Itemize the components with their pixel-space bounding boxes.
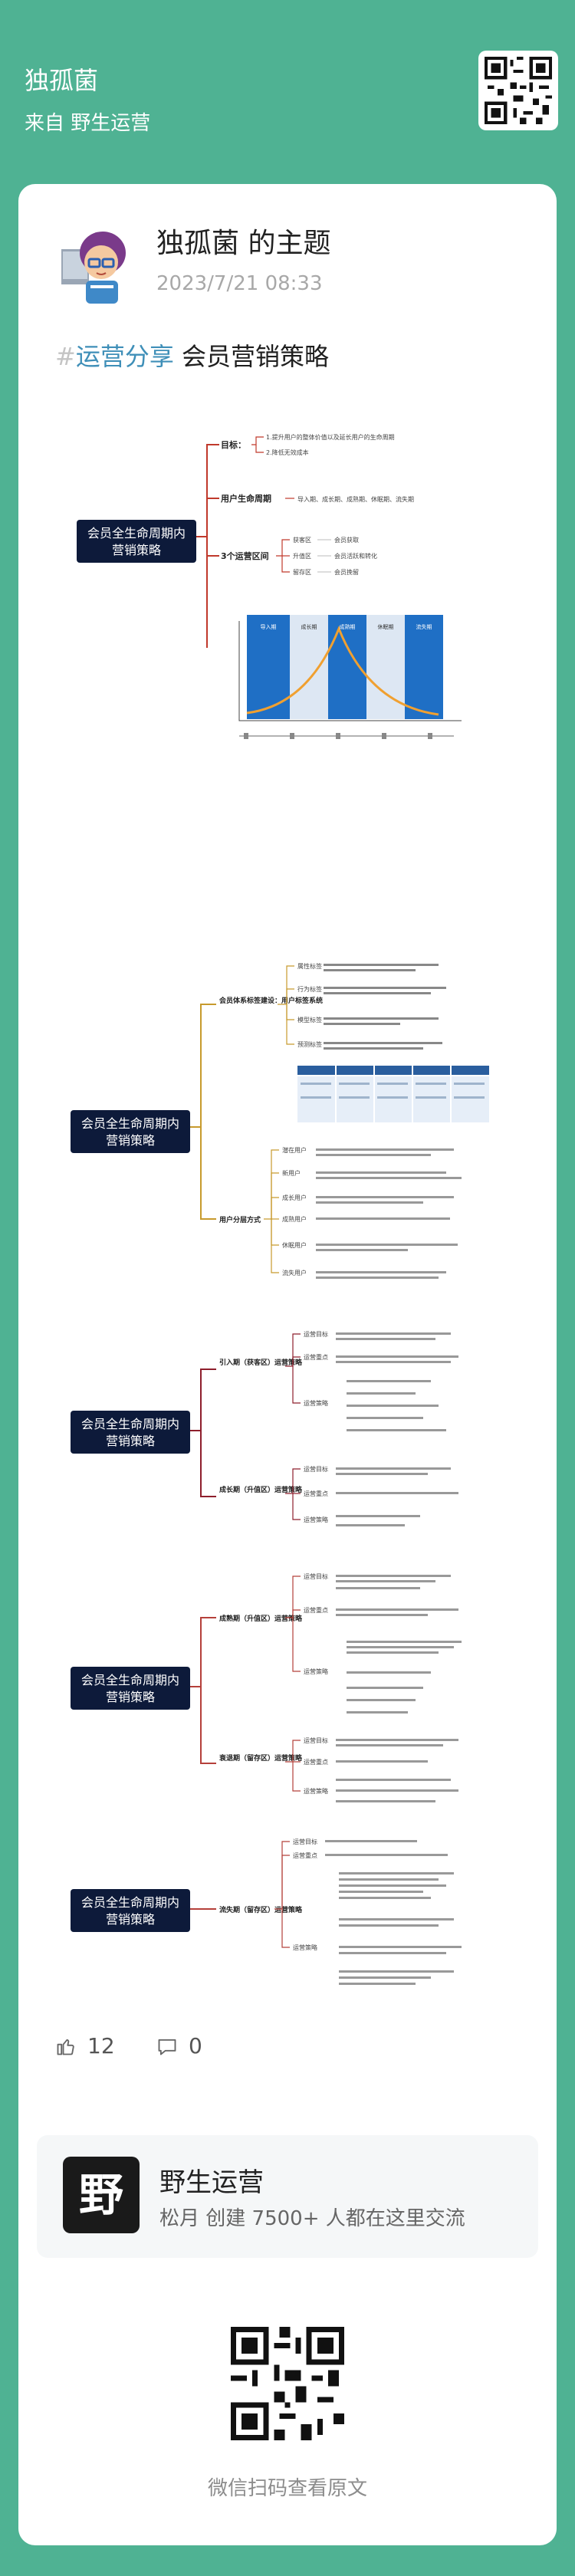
mindmap-5-branch-churn: 流失期（留存区）运营策略 bbox=[219, 1905, 303, 1914]
mindmap-1-zone-note-1: 会员获取 bbox=[334, 536, 359, 544]
mindmap-5-churn-2: 运营重点 bbox=[293, 1852, 317, 1859]
mindmap-3-branch-intro: 引入期（获客区）运营策略 bbox=[219, 1358, 303, 1367]
mindmap-4-decline-2: 运营重点 bbox=[304, 1758, 328, 1766]
mindmap-1-branch-zones: 3个运营区间 bbox=[221, 550, 269, 561]
svg-text:会员全生命周期内: 会员全生命周期内 bbox=[81, 1418, 179, 1431]
svg-text:会员全生命周期内: 会员全生命周期内 bbox=[81, 1896, 179, 1910]
mindmap-2-tag-table bbox=[297, 1066, 489, 1122]
like-count: 12 bbox=[87, 2033, 115, 2058]
mindmap-3-intro-3: 运营策略 bbox=[304, 1399, 328, 1407]
mindmap-1-zone-3: 留存区 bbox=[293, 568, 311, 576]
mindmap-image-3[interactable]: 会员全生命周期内 营销策略 引入期（获客区）运营策略 运营目标 运营重点 运营策… bbox=[55, 1319, 523, 1549]
author-name[interactable]: 独孤菌 的主题 bbox=[156, 221, 330, 261]
mindmap-image-5[interactable]: 会员全生命周期内 营销策略 流失期（留存区）运营策略 运营目标 运营重点 运营策… bbox=[55, 1832, 523, 2009]
mindmap-2-tag-2: 行为标签 bbox=[297, 985, 322, 993]
comment-icon bbox=[156, 2036, 178, 2057]
header-source[interactable]: 来自 野生运营 bbox=[25, 107, 150, 136]
mindmap-2-layer-4: 成熟用户 bbox=[282, 1215, 307, 1223]
mindmap-1-zone-1: 获客区 bbox=[293, 536, 311, 544]
scan-hint: 微信扫码查看原文 bbox=[18, 2472, 557, 2501]
post-card: 独孤菌 的主题 2023/7/21 08:33 #运营分享 会员营销策略 会员全… bbox=[18, 184, 557, 2545]
comment-count: 0 bbox=[189, 2033, 202, 2058]
post-topic: #运营分享 会员营销策略 bbox=[55, 337, 329, 373]
mindmap-1-lifecycle-chart: 导入期 成长期 成熟期 休眠期 流失期 bbox=[239, 615, 462, 739]
mindmap-2-layer-1: 潜在用户 bbox=[282, 1146, 307, 1154]
mindmap-2-layer-2: 新用户 bbox=[282, 1169, 301, 1177]
mindmap-2-tag-4: 预测标签 bbox=[297, 1040, 322, 1048]
mindmap-5-churn-3: 运营策略 bbox=[293, 1944, 317, 1951]
mindmap-4-mature-1: 运营目标 bbox=[304, 1572, 328, 1580]
group-name: 野生运营 bbox=[159, 2161, 264, 2199]
header-title: 独孤菌 bbox=[25, 61, 98, 97]
thumbs-up-icon bbox=[55, 2036, 77, 2057]
mindmap-1-stage-2: 成长期 bbox=[301, 623, 317, 630]
mindmap-image-2[interactable]: 会员全生命周期内 营销策略 会员体系标签建设：用户标签系统 属性标签 行为标签 … bbox=[55, 951, 523, 1311]
mindmap-2-branch-tags: 会员体系标签建设：用户标签系统 bbox=[219, 996, 323, 1005]
mindmap-1-zone-2: 升值区 bbox=[293, 552, 311, 560]
group-meta: 松月 创建 7500+ 人都在这里交流 bbox=[159, 2203, 465, 2231]
svg-text:会员全生命周期内: 会员全生命周期内 bbox=[81, 1117, 179, 1131]
comment-button[interactable]: 0 bbox=[156, 2033, 202, 2058]
mindmap-1-branch-lifecycle: 用户生命周期 bbox=[221, 493, 271, 504]
mindmap-3-branch-growth: 成长期（升值区）运营策略 bbox=[219, 1485, 303, 1494]
mindmap-4-branch-mature: 成熟期（升值区）运营策略 bbox=[219, 1614, 303, 1623]
mindmap-1-stage-1: 导入期 bbox=[261, 624, 277, 630]
mindmap-5-churn-1: 运营目标 bbox=[293, 1838, 317, 1845]
mindmap-2-tag-3: 模型标签 bbox=[297, 1016, 322, 1024]
topic-tag[interactable]: 运营分享 bbox=[76, 342, 174, 371]
mindmap-4-mature-2: 运营重点 bbox=[304, 1606, 328, 1614]
mindmap-1-stage-5: 流失期 bbox=[416, 623, 432, 630]
mindmap-1-lifecycle-items: 导入期、成长期、成熟期、休眠期、流失期 bbox=[297, 495, 414, 503]
mindmap-3-growth-2: 运营重点 bbox=[304, 1490, 328, 1497]
mindmap-3-intro-1: 运营目标 bbox=[304, 1330, 328, 1338]
mindmap-1-goal-2: 2.降低无效成本 bbox=[266, 449, 309, 456]
group-logo: 野 bbox=[63, 2157, 140, 2233]
svg-text:营销策略: 营销策略 bbox=[106, 1434, 155, 1448]
mindmap-3-growth-1: 运营目标 bbox=[304, 1465, 328, 1473]
mindmap-image-1[interactable]: 会员全生命周期内 营销策略 目标： 1.提升用户的整体价值以及延长用户的生命周期… bbox=[55, 414, 523, 951]
mindmap-1-zone-note-2: 会员活跃和转化 bbox=[334, 552, 377, 560]
mindmap-4-mature-3: 运营策略 bbox=[304, 1668, 328, 1675]
like-button[interactable]: 12 bbox=[55, 2033, 115, 2058]
author-avatar[interactable] bbox=[55, 222, 140, 307]
mindmap-1-stage-3: 成熟期 bbox=[340, 623, 356, 630]
mindmap-2-branch-layers: 用户分层方式 bbox=[219, 1215, 261, 1224]
svg-text:会员全生命周期内: 会员全生命周期内 bbox=[81, 1674, 179, 1687]
svg-text:营销策略: 营销策略 bbox=[112, 544, 161, 557]
mindmap-3-growth-3: 运营策略 bbox=[304, 1516, 328, 1523]
footer-qr-code[interactable] bbox=[231, 2327, 344, 2440]
mindmap-1-stage-4: 休眠期 bbox=[378, 623, 394, 630]
mindmap-3-intro-2: 运营重点 bbox=[304, 1353, 328, 1361]
svg-text:营销策略: 营销策略 bbox=[106, 1913, 155, 1927]
mindmap-1-zone-note-3: 会员挽留 bbox=[334, 568, 359, 576]
mindmap-4-decline-3: 运营策略 bbox=[304, 1787, 328, 1795]
post-title: 会员营销策略 bbox=[182, 342, 329, 371]
hash-symbol: # bbox=[55, 342, 76, 371]
mindmap-4-branch-decline: 衰退期（留存区）运营策略 bbox=[219, 1753, 303, 1763]
header-qr-code[interactable] bbox=[478, 51, 558, 130]
mindmap-2-layer-5: 休眠用户 bbox=[282, 1241, 307, 1249]
mindmap-2-layer-6: 流失用户 bbox=[282, 1269, 307, 1276]
mindmap-4-decline-1: 运营目标 bbox=[304, 1737, 328, 1744]
mindmap-1-goal-1: 1.提升用户的整体价值以及延长用户的生命周期 bbox=[266, 433, 395, 441]
svg-text:会员全生命周期内: 会员全生命周期内 bbox=[87, 527, 186, 540]
mindmap-1-branch-goal: 目标： bbox=[221, 439, 246, 450]
group-card[interactable]: 野 野生运营 松月 创建 7500+ 人都在这里交流 bbox=[37, 2135, 538, 2258]
mindmap-2-layer-3: 成长用户 bbox=[282, 1194, 307, 1201]
mindmap-image-4[interactable]: 会员全生命周期内 营销策略 成熟期（升值区）运营策略 运营目标 运营重点 运营策… bbox=[55, 1564, 523, 1825]
post-date: 2023/7/21 08:33 bbox=[156, 272, 323, 295]
mindmap-2-tag-1: 属性标签 bbox=[297, 962, 322, 970]
svg-text:营销策略: 营销策略 bbox=[106, 1691, 155, 1704]
svg-text:营销策略: 营销策略 bbox=[106, 1134, 155, 1148]
